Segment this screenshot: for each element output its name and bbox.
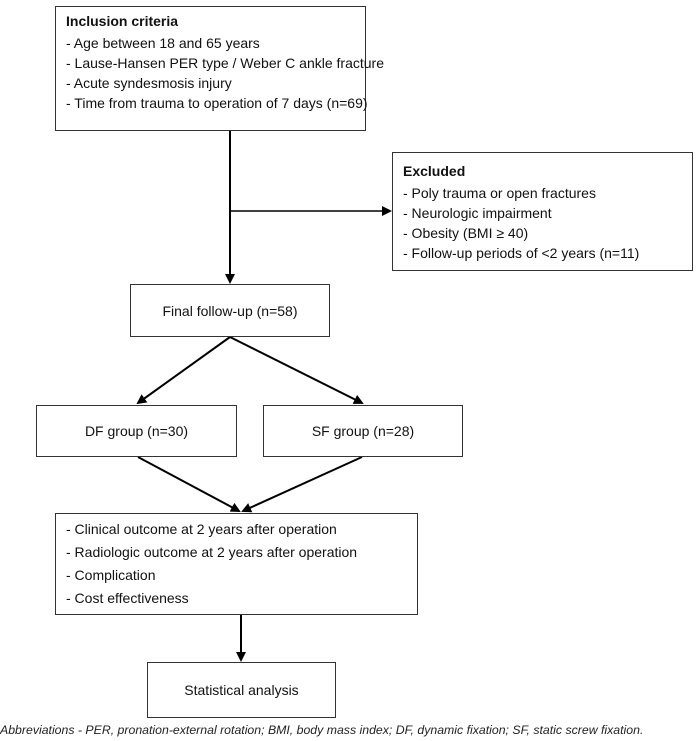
outcome-item: - Radiologic outcome at 2 years after op… [66,544,358,560]
arrow-final-to-sf [229,336,364,404]
df-group-label: DF group (n=30) [84,423,189,439]
arrow-sf-to-outcomes [241,456,363,513]
df-group-box: DF group (n=30) [36,405,237,457]
excluded-item: - Obesity (BMI ≥ 40) [403,225,529,241]
statistical-analysis-label: Statistical analysis [184,682,299,698]
sf-group-box: SF group (n=28) [263,405,463,457]
excluded-list: - Poly trauma or open fractures - Neurol… [403,183,682,263]
outcome-item: - Clinical outcome at 2 years after oper… [66,521,337,537]
excluded-box: Excluded - Poly trauma or open fractures… [392,152,693,271]
excluded-item: - Neurologic impairment [403,205,552,221]
inclusion-item: - Acute syndesmosis injury [66,75,232,91]
inclusion-item: - Age between 18 and 65 years [66,35,260,51]
outcome-item: - Cost effectiveness [66,590,189,606]
excluded-item: - Follow-up periods of <2 years (n=11) [403,245,640,261]
inclusion-criteria-title: Inclusion criteria [66,13,179,29]
outcome-item: - Complication [66,567,156,583]
outcomes-list: - Clinical outcome at 2 years after oper… [66,518,407,610]
inclusion-criteria-list: - Age between 18 and 65 years - Lause-Ha… [66,33,385,113]
excluded-item: - Poly trauma or open fractures [403,185,596,201]
excluded-title: Excluded [403,163,466,179]
final-followup-box: Final follow-up (n=58) [130,284,330,337]
statistical-analysis-box: Statistical analysis [147,662,336,718]
inclusion-criteria-box: Inclusion criteria - Age between 18 and … [55,6,385,131]
sf-group-label: SF group (n=28) [311,423,415,439]
inclusion-item: - Time from trauma to operation of 7 day… [66,95,368,111]
arrow-final-to-df [136,336,231,405]
arrow-df-to-outcomes [137,456,241,512]
final-followup-label: Final follow-up (n=58) [162,302,298,319]
inclusion-item: - Lause-Hansen PER type / Weber C ankle … [66,55,385,71]
outcomes-box: - Clinical outcome at 2 years after oper… [55,513,418,615]
abbreviations-footnote: Abbreviations - PER, pronation-external … [0,723,644,737]
